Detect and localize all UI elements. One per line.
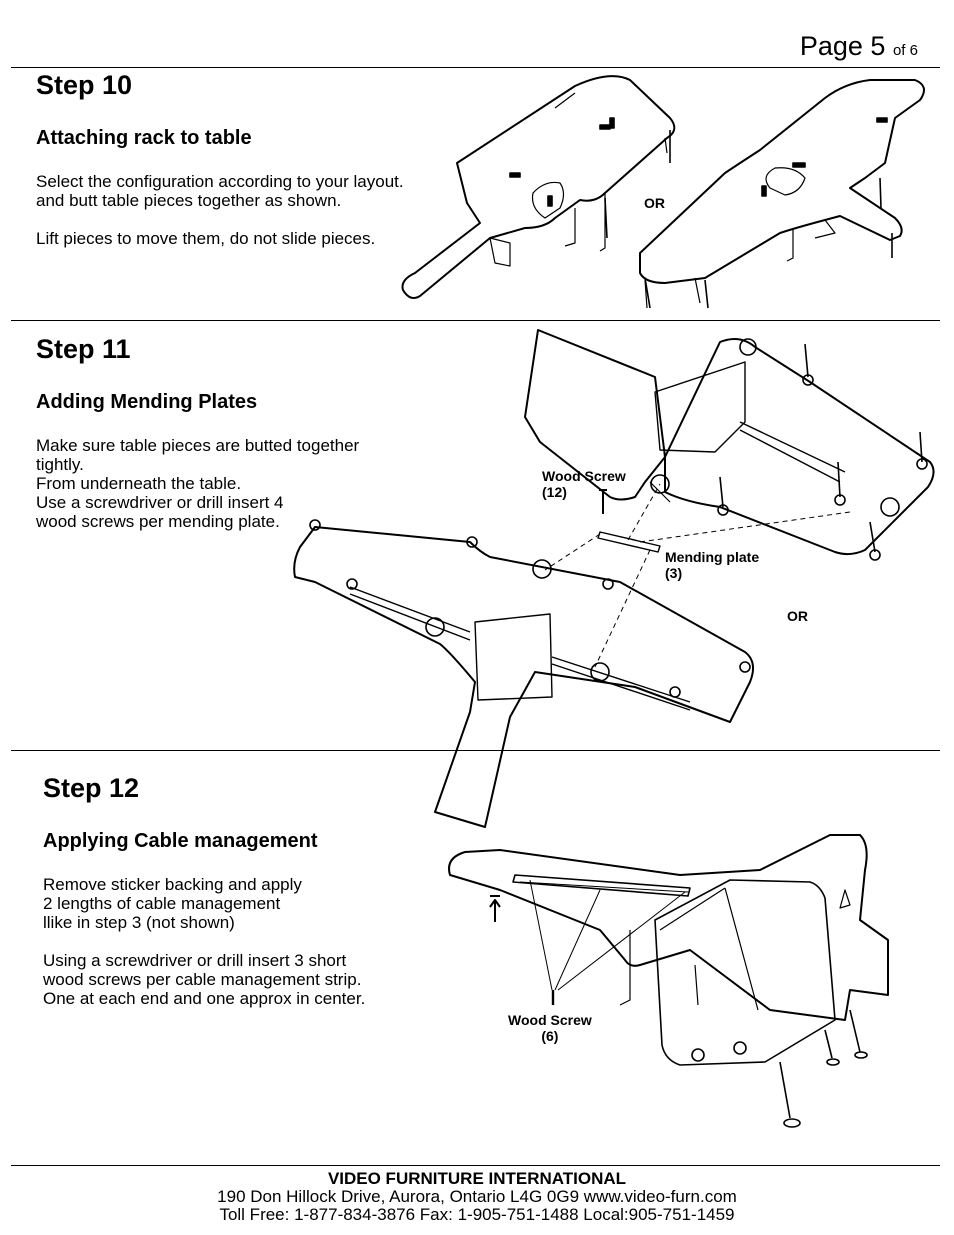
step-12-cable-management-illustration <box>448 834 889 1128</box>
up-arrow-icon <box>489 895 501 922</box>
configuration-b <box>639 79 925 309</box>
step-10-divider <box>11 320 940 321</box>
step-11-subtitle: Adding Mending Plates <box>36 391 258 413</box>
company-phones: Toll Free: 1-877-834-3876 Fax: 1-905-751… <box>219 1205 735 1224</box>
company-address: 190 Don Hillock Drive, Aurora, Ontario L… <box>217 1187 737 1206</box>
step-10-subtitle: Attaching rack to table <box>36 127 252 149</box>
footer-divider <box>11 1165 940 1166</box>
step-11-title: Step 11 <box>36 334 131 364</box>
step-11-or-label: OR <box>787 608 808 624</box>
step-10-or-label: OR <box>644 195 665 211</box>
upper-table-underside <box>524 329 935 561</box>
step-12-subtitle: Applying Cable management <box>43 830 318 852</box>
step-10-title: Step 10 <box>36 70 133 100</box>
page-number: Page 5 of 6 <box>799 31 918 61</box>
configuration-a <box>401 75 676 299</box>
step-11-instructions: Make sure table pieces are butted togeth… <box>36 436 360 531</box>
step-12-instructions: Remove sticker backing and apply 2 lengt… <box>43 875 366 1008</box>
footer: VIDEO FURNITURE INTERNATIONAL 190 Don Hi… <box>0 1170 954 1224</box>
step-11-mending-plate-callout: Mending plate (3) <box>665 549 760 581</box>
lower-table-underside <box>293 519 755 828</box>
step-10-table-illustration <box>401 75 925 309</box>
table-with-cable-strip <box>448 834 889 1128</box>
header-divider <box>11 67 940 68</box>
step-12-title: Step 12 <box>43 773 140 803</box>
company-name: VIDEO FURNITURE INTERNATIONAL <box>327 1169 627 1188</box>
step-11-divider <box>11 750 940 751</box>
mending-plate-part <box>544 483 851 668</box>
step-10-instructions: Select the configuration according to yo… <box>36 172 404 248</box>
step-11-underside-illustration <box>293 329 935 828</box>
step-11-wood-screw-callout: Wood Screw (12) <box>542 468 626 500</box>
step-12-wood-screw-callout: Wood Screw (6) <box>508 1012 592 1044</box>
